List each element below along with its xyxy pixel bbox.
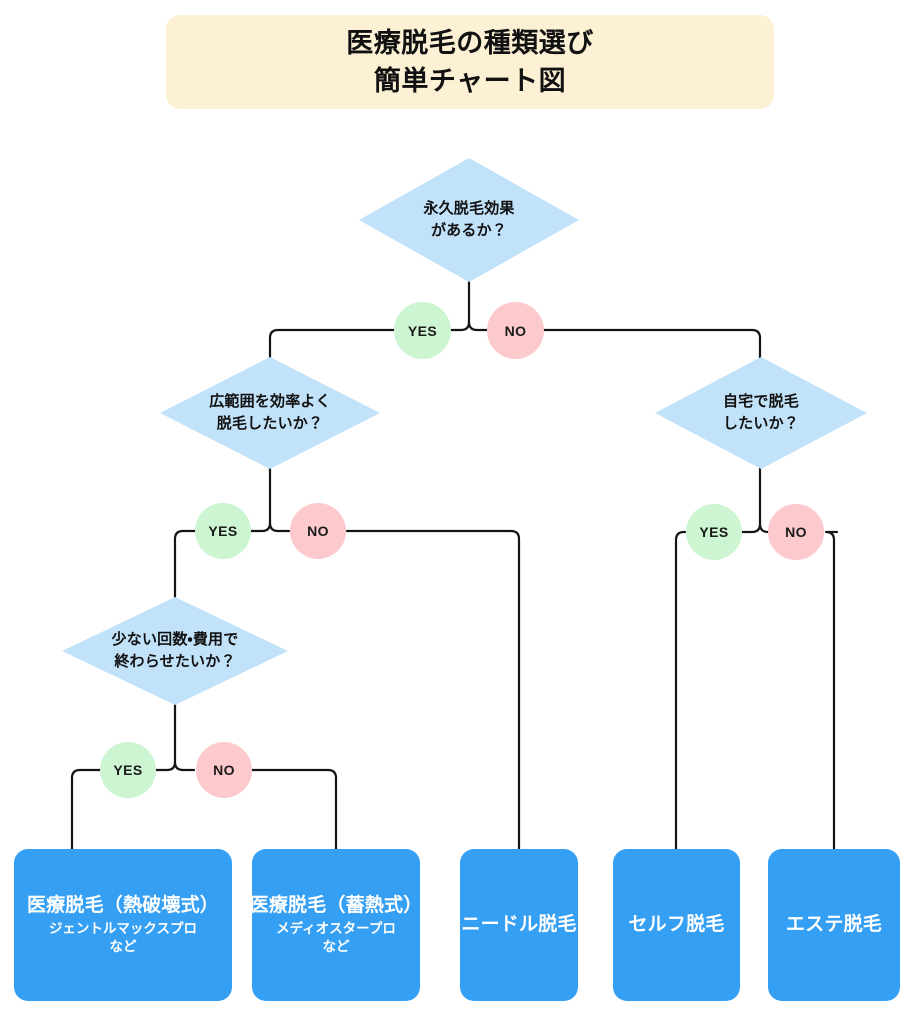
badge-q2-no[interactable]: NO bbox=[290, 503, 346, 559]
decision-q4-label: 少ない回数・費用で 終わらせたいか？ bbox=[111, 631, 239, 670]
decision-q3[interactable]: 自宅で脱毛 したいか？ bbox=[655, 357, 867, 469]
badge-q4-no[interactable]: NO bbox=[196, 742, 252, 798]
result-box-5[interactable]: エステ脱毛 bbox=[768, 849, 900, 1001]
connector-q1-no-to-q3 bbox=[542, 328, 762, 376]
decision-q1[interactable]: 永久脱毛効果 があるか？ bbox=[359, 158, 579, 282]
connector-q2-stem-right bbox=[268, 521, 291, 533]
badge-q4-yes-label: YES bbox=[113, 762, 143, 778]
result-box-2-title: 医療脱毛（蓄熱式） bbox=[249, 895, 423, 917]
decision-q2-label: 広範囲を効率よく 脱毛したいか？ bbox=[209, 393, 331, 432]
badge-q3-yes-label: YES bbox=[699, 524, 729, 540]
badge-q2-no-label: NO bbox=[307, 523, 329, 539]
result-box-5-title: エステ脱毛 bbox=[785, 913, 882, 935]
result-box-2[interactable]: 医療脱毛（蓄熱式） メディオスタープロ など bbox=[249, 849, 423, 1001]
badge-q2-yes[interactable]: YES bbox=[195, 503, 251, 559]
badge-q2-yes-label: YES bbox=[208, 523, 238, 539]
result-box-3[interactable]: ニードル脱毛 bbox=[460, 849, 578, 1001]
connector-q3-yes-to-r4 bbox=[674, 530, 687, 851]
badge-q1-no-label: NO bbox=[504, 322, 527, 339]
badge-q3-no[interactable]: NO bbox=[768, 504, 824, 560]
connector-q4-stem bbox=[154, 702, 177, 772]
badge-q4-yes[interactable]: YES bbox=[100, 742, 156, 798]
connector-q3-no-to-r5 bbox=[824, 530, 839, 851]
badge-q1-yes-label: YES bbox=[407, 322, 438, 339]
page-title-line-1: 医療脱毛の種類選び bbox=[346, 27, 594, 58]
connector-q2-stem bbox=[249, 466, 272, 533]
connector-q3-stem bbox=[739, 466, 762, 534]
connector-q4-no-to-r2 bbox=[250, 768, 338, 851]
result-box-1[interactable]: 医療脱毛（熱破壊式） ジェントルマックスプロ など bbox=[14, 849, 232, 1001]
connector-q1-stem bbox=[448, 279, 471, 332]
decision-q4[interactable]: 少ない回数・費用で 終わらせたいか？ bbox=[62, 597, 288, 705]
badge-q4-no-label: NO bbox=[213, 762, 235, 778]
result-box-1-title: 医療脱毛（熱破壊式） bbox=[26, 895, 219, 917]
page-title: 医療脱毛の種類選び 簡単チャート図 bbox=[166, 15, 774, 109]
badge-q3-no-label: NO bbox=[785, 524, 807, 540]
badge-q1-yes[interactable]: YES bbox=[394, 302, 451, 359]
page-title-line-2: 簡単チャート図 bbox=[373, 66, 567, 96]
decision-q1-label: 永久脱毛効果 があるか？ bbox=[423, 200, 515, 239]
connector-q4-yes-to-r1 bbox=[70, 768, 102, 851]
badge-q1-no[interactable]: NO bbox=[487, 302, 544, 359]
result-box-3-title: ニードル脱毛 bbox=[461, 913, 577, 935]
result-box-2-subtitle: メディオスタープロ など bbox=[276, 920, 396, 954]
connector-q1-stem-right bbox=[467, 320, 490, 332]
connector-q4-stem-right bbox=[173, 760, 196, 772]
badge-q3-yes[interactable]: YES bbox=[686, 504, 742, 560]
connector-q2-no-to-r3 bbox=[345, 529, 521, 851]
decision-q3-label: 自宅で脱毛 したいか？ bbox=[722, 393, 799, 432]
result-box-4[interactable]: セルフ脱毛 bbox=[613, 849, 740, 1001]
result-box-1-subtitle: ジェントルマックスプロ など bbox=[48, 920, 198, 954]
result-box-4-title: セルフ脱毛 bbox=[628, 913, 725, 935]
decision-q2[interactable]: 広範囲を効率よく 脱毛したいか？ bbox=[160, 357, 380, 469]
